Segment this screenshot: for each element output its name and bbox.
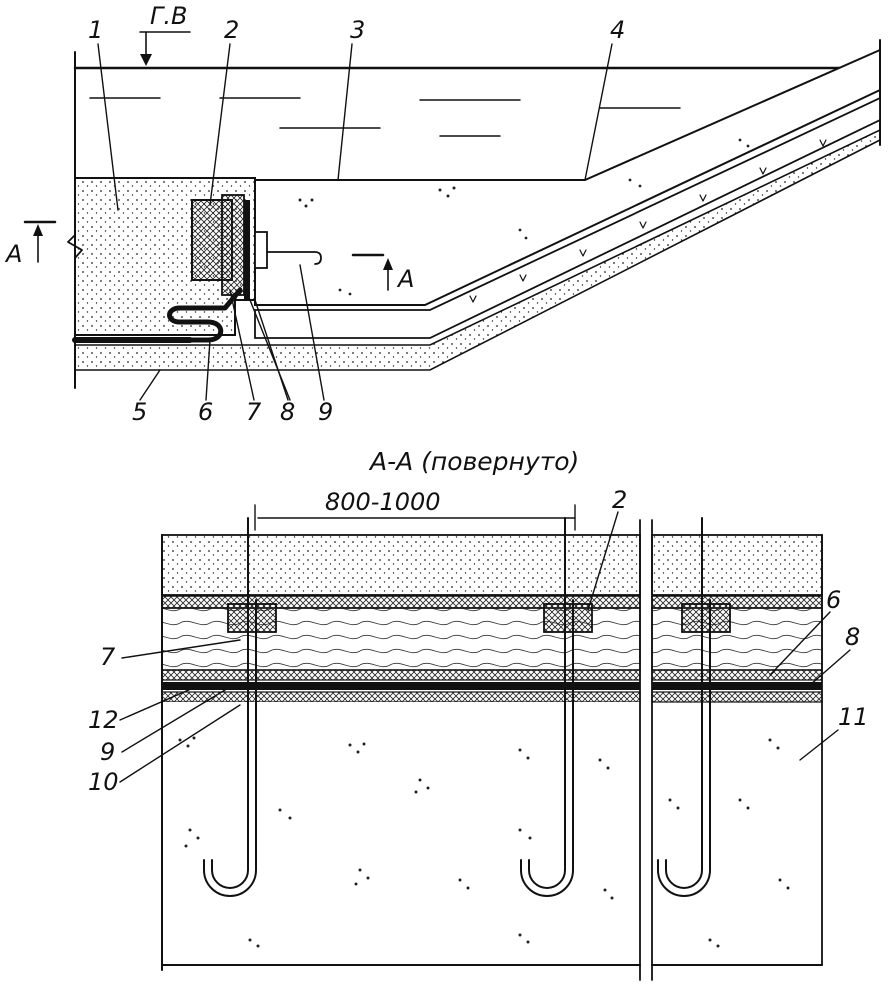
callouts: 1 2 3 4 5 6 7 8 9	[88, 16, 625, 426]
aggregate	[178, 736, 790, 948]
panel-right	[651, 519, 823, 981]
top-section: Г.В	[4, 2, 881, 426]
compensator	[167, 287, 243, 343]
callout-2: 2	[224, 16, 239, 44]
callout-10: 10	[88, 768, 119, 796]
anchor-3	[657, 517, 731, 897]
callout-8-bottom: 8	[845, 623, 860, 651]
svg-text:А: А	[396, 265, 414, 293]
callout-1: 1	[88, 16, 103, 44]
water-level-label: Г.В	[150, 2, 187, 30]
callout-2-bottom: 2	[612, 486, 627, 514]
callout-4: 4	[610, 16, 625, 44]
panel-left	[161, 519, 641, 981]
callout-8: 8	[280, 398, 295, 426]
svg-text:А: А	[4, 240, 22, 268]
bottom-callouts: 7 12 9 10 2 6 8 11	[88, 486, 869, 796]
svg-text:800-1000: 800-1000	[325, 488, 441, 516]
anchor-1	[203, 517, 277, 897]
callout-6-bottom: 6	[826, 586, 841, 614]
seal-assembly	[191, 194, 268, 300]
callout-5: 5	[132, 398, 147, 426]
water-level-marker: Г.В	[139, 2, 191, 66]
anchors	[203, 517, 731, 897]
callout-11: 11	[838, 703, 869, 731]
callout-7: 7	[246, 398, 262, 426]
bottom-section: А-А (повернуто) 800-1000	[88, 447, 869, 981]
section-marker: А А	[4, 220, 414, 293]
callout-7-bottom: 7	[100, 643, 116, 671]
anchor-2	[520, 517, 593, 897]
section-title: А-А (повернуто)	[368, 447, 579, 476]
spacing-dimension: 800-1000	[254, 488, 576, 531]
callout-9: 9	[318, 398, 333, 426]
slope-layer	[254, 96, 881, 339]
callout-12: 12	[88, 706, 119, 734]
base-slab	[74, 128, 881, 371]
callout-9-bottom: 9	[100, 738, 115, 766]
anchor-bolt	[266, 251, 322, 265]
callout-3: 3	[350, 16, 365, 44]
callout-6: 6	[198, 398, 213, 426]
